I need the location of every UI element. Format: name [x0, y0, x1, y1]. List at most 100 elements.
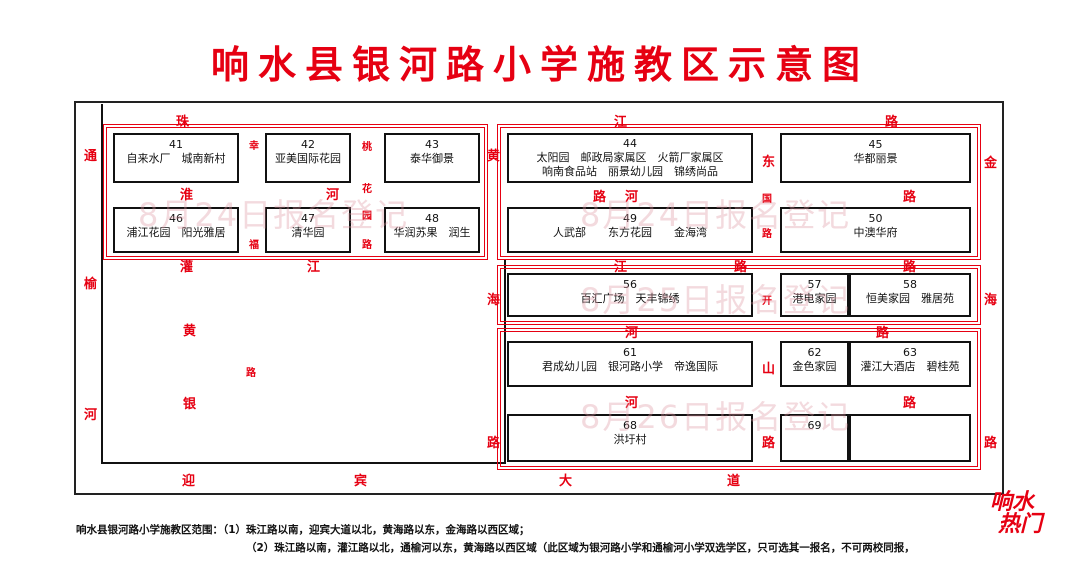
- zone-frame-east-bottom: [497, 328, 981, 470]
- lot-number: 50: [868, 212, 883, 225]
- road-label-jiang-w: 江: [307, 260, 321, 275]
- lot-50: 50 中澳华府: [780, 207, 971, 253]
- lot-48: 48 华润苏果 润生: [384, 207, 480, 253]
- road-label-huang-2: 黄: [183, 324, 197, 339]
- road-label-yin: 银: [183, 397, 197, 412]
- road-label-he-w: 河: [326, 188, 340, 203]
- lot-41: 41 自来水厂 城南新村: [113, 133, 239, 183]
- road-label-ying: 迎: [182, 474, 196, 489]
- road-label-guo: 国: [762, 194, 772, 205]
- road-label-lu-3: 路: [903, 190, 917, 205]
- lot-names: 自来水厂 城南新村: [126, 152, 226, 165]
- road-line-huanghai: [504, 260, 506, 464]
- lot-number: 46: [169, 212, 183, 225]
- road-label-hua: 花: [362, 184, 372, 195]
- lot-names: 洪圩村: [613, 433, 647, 446]
- lot-number: 45: [868, 138, 883, 151]
- road-label-shan: 山: [762, 362, 776, 377]
- lot-number: 49: [623, 212, 637, 225]
- lot-number: 58: [903, 278, 917, 291]
- road-label-lu-8: 路: [876, 326, 890, 341]
- lot-42: 42 亚美国际花园: [265, 133, 351, 183]
- logo-line2: 热门: [998, 512, 1043, 537]
- page-title: 响水县银河路小学施教区示意图: [210, 43, 869, 87]
- scope-note-2: （2）珠江路以南，灌江路以北，通榆河以东，黄海路以西区域（此区域为银河路小学和通…: [246, 542, 915, 554]
- road-label-he: 河: [84, 408, 98, 423]
- lot-number: 56: [623, 278, 637, 291]
- lot-56: 56 百汇广场 天丰锦绣: [507, 273, 753, 317]
- road-label-lu-7: 路: [762, 436, 776, 451]
- lot-number: 42: [301, 138, 315, 151]
- lot-61: 61 君成幼儿园 银河路小学 帝逸国际: [507, 341, 753, 387]
- lot-names: 港电家园: [792, 292, 837, 305]
- road-label-lu-2: 路: [593, 190, 607, 205]
- lot-45: 45 华都丽景: [780, 133, 971, 183]
- lot-number: 63: [903, 346, 917, 359]
- lot-names: 泰华御景: [410, 152, 454, 165]
- road-label-tong: 通: [84, 149, 98, 164]
- lot-names: 华润苏果 润生: [393, 226, 471, 239]
- lot-number: 69: [807, 419, 822, 432]
- road-label-jiang-e: 江: [614, 260, 628, 275]
- lot-69-right: [849, 414, 971, 462]
- road-label-yu: 榆: [84, 277, 98, 292]
- watermark-aug24-west: 8月24日报名登记: [138, 196, 410, 234]
- road-label-he-2: 河: [625, 190, 639, 205]
- lot-63: 63 灌江大酒店 碧桂苑: [849, 341, 971, 387]
- road-label-tao: 桃: [362, 142, 372, 153]
- lot-names: 太阳园 邮政局家属区 火箭厂家属区: [536, 151, 724, 164]
- lot-names: 人武部 东方花园 金海湾: [553, 226, 707, 239]
- road-label-lu-5: 路: [362, 240, 372, 251]
- lot-68: 68 洪圩村: [507, 414, 753, 462]
- road-line-yingbin-inner: [101, 462, 506, 464]
- lot-names: 百汇广场 天丰锦绣: [580, 292, 680, 305]
- lot-number: 48: [425, 212, 439, 225]
- lot-names: 金色家园: [792, 360, 837, 373]
- zone-frame-east-top: [497, 124, 981, 260]
- road-label-lu-e: 路: [984, 436, 998, 451]
- lot-number: 57: [807, 278, 822, 291]
- lot-names: 恒美家园 雅居苑: [866, 292, 954, 305]
- watermark-aug26: 8月26日报名登记: [580, 398, 852, 436]
- district-map: [74, 101, 1004, 495]
- lot-number: 41: [169, 138, 183, 151]
- lot-46: 46 浦江花园 阳光雅居: [113, 207, 239, 253]
- lot-names: 浦江花园 阳光雅居: [126, 226, 226, 239]
- lot-57: 57 港电家园: [780, 273, 849, 317]
- road-label-huang: 黄: [487, 149, 501, 164]
- road-label-hai-e: 海: [984, 293, 998, 308]
- lot-number: 68: [623, 419, 637, 432]
- road-label-lu-6: 路: [762, 229, 772, 240]
- road-label-da: 大: [559, 474, 573, 489]
- road-label-lu-w: 路: [487, 436, 501, 451]
- watermark-aug24-east: 8月24日报名登记: [580, 196, 852, 234]
- road-label-jin: 金: [984, 156, 998, 171]
- lot-names: 华都丽景: [853, 152, 898, 165]
- road-label-lu: 路: [885, 115, 899, 130]
- road-line-tongyu: [101, 104, 103, 464]
- road-label-zhu: 珠: [176, 115, 190, 130]
- xiangshui-hot-logo: 响水 热门: [990, 492, 1062, 540]
- lot-49: 49 人武部 东方花园 金海湾: [507, 207, 753, 253]
- lot-number: 62: [807, 346, 822, 359]
- lot-69: 69: [780, 414, 849, 462]
- lot-number: 47: [301, 212, 315, 225]
- lot-number: 61: [623, 346, 637, 359]
- road-label-dong: 东: [762, 155, 776, 170]
- lot-number: 44: [623, 137, 637, 150]
- zone-frame-east-mid: [497, 265, 981, 325]
- road-label-bin: 宾: [354, 474, 368, 489]
- lot-names: 清华园: [291, 226, 325, 239]
- lot-number: 43: [425, 138, 439, 151]
- lot-names: 灌江大酒店 碧桂苑: [860, 360, 960, 373]
- lot-names: 中澳华府: [853, 226, 898, 239]
- road-label-hai: 海: [487, 293, 501, 308]
- lot-62: 62 金色家园: [780, 341, 849, 387]
- road-label-lu-guan: 路: [734, 260, 748, 275]
- road-label-xing: 幸: [249, 141, 259, 152]
- zone-frame-west: [103, 124, 488, 260]
- road-label-yuan: 园: [362, 211, 372, 222]
- road-label-he-4: 河: [625, 396, 639, 411]
- lot-47: 47 清华园: [265, 207, 351, 253]
- lot-58: 58 恒美家园 雅居苑: [849, 273, 971, 317]
